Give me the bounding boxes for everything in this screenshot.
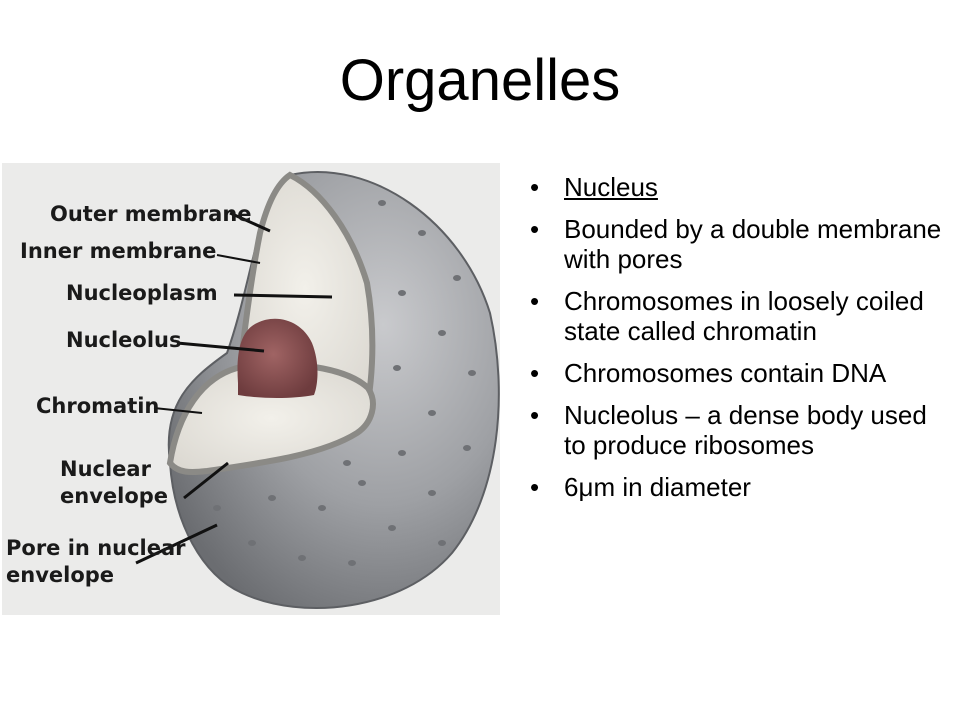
- slide-title: Organelles: [339, 48, 621, 113]
- bullet-list: • Nucleus • Bounded by a double membrane…: [520, 172, 950, 514]
- bullet-text: Chromosomes in loosely coiled state call…: [564, 286, 924, 346]
- label-pore-line1: Pore in nuclear: [6, 536, 186, 560]
- bullet-text: Bounded by a double membrane with pores: [564, 214, 942, 274]
- bullet-text: 6μm in diameter: [564, 472, 751, 502]
- label-nuclear-envelope-line2: envelope: [60, 484, 168, 508]
- bullet-item: • Bounded by a double membrane with pore…: [520, 214, 950, 274]
- label-inner-membrane: Inner membrane: [20, 239, 216, 263]
- bullet-text: Nucleolus – a dense body used to produce…: [564, 400, 927, 460]
- bullet-dot: •: [530, 400, 540, 430]
- bullet-item: • Chromosomes in loosely coiled state ca…: [520, 286, 950, 346]
- pore-dots: [213, 200, 476, 566]
- label-nucleolus: Nucleolus: [66, 328, 182, 352]
- bullet-dot: •: [530, 358, 540, 388]
- nucleus-diagram: Outer membrane Inner membrane Nucleoplas…: [2, 163, 500, 615]
- bullet-dot: •: [530, 286, 540, 316]
- label-nuclear-envelope-line1: Nuclear: [60, 457, 152, 481]
- bullet-item: • Chromosomes contain DNA: [520, 358, 950, 388]
- label-pore-line2: envelope: [6, 563, 114, 587]
- cut-face-horizontal: [166, 361, 376, 475]
- label-chromatin: Chromatin: [36, 394, 159, 418]
- leader-lines: [135, 211, 333, 565]
- label-nucleoplasm: Nucleoplasm: [66, 281, 218, 305]
- bullet-dot: •: [530, 214, 540, 244]
- bullet-dot: •: [530, 472, 540, 502]
- bullet-item: • Nucleus: [520, 172, 950, 202]
- bullet-text: Chromosomes contain DNA: [564, 358, 887, 388]
- nucleolus-blob: [237, 318, 318, 398]
- label-outer-membrane: Outer membrane: [50, 202, 252, 226]
- bullet-dot: •: [530, 172, 540, 202]
- bullet-item: • 6μm in diameter: [520, 472, 950, 502]
- bullet-text: Nucleus: [564, 172, 658, 202]
- bullet-item: • Nucleolus – a dense body used to produ…: [520, 400, 950, 460]
